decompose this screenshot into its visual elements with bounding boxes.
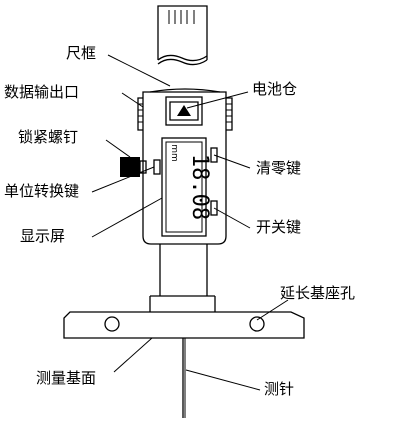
display-reading: 18.08 <box>187 154 212 220</box>
lock-screw[interactable] <box>120 157 147 177</box>
probe-needle <box>182 338 186 418</box>
label-lock-screw: 锁紧螺钉 <box>18 128 78 146</box>
ruler-bar <box>157 5 208 66</box>
label-display: 显示屏 <box>20 227 65 245</box>
label-probe: 测针 <box>264 380 294 398</box>
base <box>63 295 305 339</box>
label-battery: 电池仓 <box>252 80 297 98</box>
base-hole-right <box>249 316 265 332</box>
label-unit-switch: 单位转换键 <box>4 182 79 200</box>
label-power-key: 开关键 <box>256 218 301 236</box>
base-hole-left <box>104 316 120 332</box>
battery-compartment <box>165 96 203 126</box>
zero-button[interactable] <box>210 147 218 163</box>
leader-lines <box>91 54 289 391</box>
unit-switch-button[interactable] <box>153 159 161 175</box>
display-unit: mm <box>169 144 179 162</box>
label-zero-key: 清零键 <box>256 159 301 177</box>
label-data-port: 数据输出口 <box>4 83 79 101</box>
label-frame: 尺框 <box>66 44 96 62</box>
label-base-surface: 测量基面 <box>36 369 96 387</box>
power-button[interactable] <box>210 200 218 216</box>
gauge-body <box>137 88 233 245</box>
display-screen: 18.08 mm <box>161 137 212 237</box>
label-ext-base-hole: 延长基座孔 <box>280 284 355 302</box>
lower-beam <box>159 244 208 296</box>
